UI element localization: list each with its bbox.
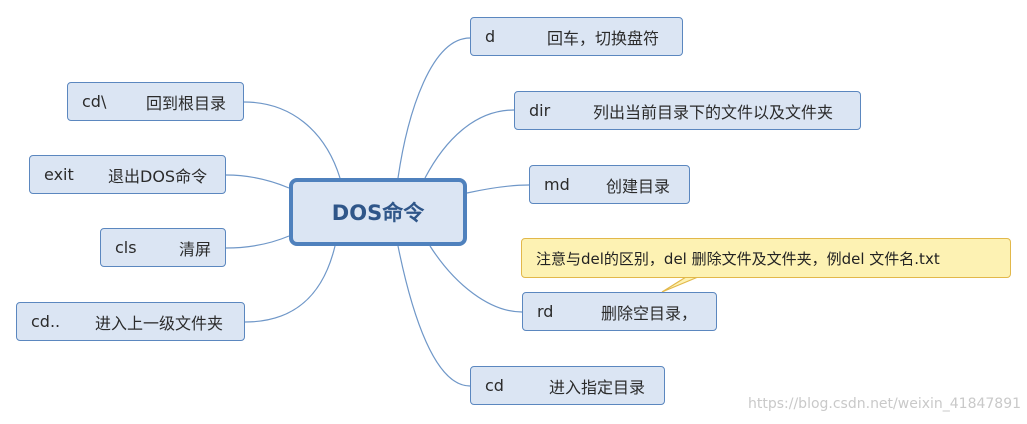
node-dir[interactable]: dir 列出当前目录下的文件以及文件夹 — [514, 91, 861, 130]
connector-d — [397, 37, 471, 179]
callout-pointer — [661, 276, 699, 293]
node-cls-description: 清屏 — [179, 239, 212, 259]
node-md[interactable]: md 创建目录 — [529, 165, 690, 204]
connector-exit — [225, 174, 290, 189]
node-rd-description: 删除空目录， — [601, 303, 698, 323]
connector-cd — [397, 245, 471, 387]
node-cd[interactable]: cd 进入指定目录 — [470, 366, 665, 405]
connector-rd — [429, 245, 523, 313]
node-exit[interactable]: exit 退出DOS命令 — [29, 155, 226, 194]
node-cd-up-command: cd.. — [31, 312, 61, 331]
node-cd-command: cd — [485, 376, 504, 395]
node-d-description: 回车，切换盘符 — [547, 28, 660, 48]
central-topic[interactable]: DOS命令 — [289, 178, 467, 246]
node-d-command: d — [485, 27, 496, 46]
node-dir-command: dir — [529, 101, 551, 120]
note-callout[interactable]: 注意与del的区别，del 删除文件及文件夹，例del 文件名.txt — [521, 238, 1011, 278]
node-d[interactable]: d 回车，切换盘符 — [470, 17, 683, 56]
node-cls[interactable]: cls 清屏 — [100, 228, 226, 267]
node-md-command: md — [544, 175, 570, 194]
connector-md — [466, 184, 530, 194]
node-cd-up-description: 进入上一级文件夹 — [95, 313, 224, 333]
watermark-url: https://blog.csdn.net/weixin_41847891 — [748, 396, 1022, 412]
node-rd-command: rd — [537, 302, 554, 321]
node-cd-root[interactable]: cd\ 回到根目录 — [67, 82, 244, 121]
node-cls-command: cls — [115, 238, 137, 257]
node-cd-up[interactable]: cd.. 进入上一级文件夹 — [16, 302, 245, 341]
connector-cls — [225, 235, 290, 249]
node-md-description: 创建目录 — [606, 176, 671, 196]
node-cd-root-command: cd\ — [82, 92, 107, 111]
node-rd[interactable]: rd 删除空目录， — [522, 292, 717, 331]
node-exit-command: exit — [44, 165, 74, 184]
connector-cd-root — [243, 101, 341, 179]
node-dir-description: 列出当前目录下的文件以及文件夹 — [593, 102, 834, 122]
node-exit-description: 退出DOS命令 — [108, 166, 208, 186]
node-cd-description: 进入指定目录 — [549, 377, 646, 397]
connector-cd-up — [244, 245, 336, 323]
connector-dir — [424, 109, 515, 179]
node-cd-root-description: 回到根目录 — [146, 93, 227, 113]
